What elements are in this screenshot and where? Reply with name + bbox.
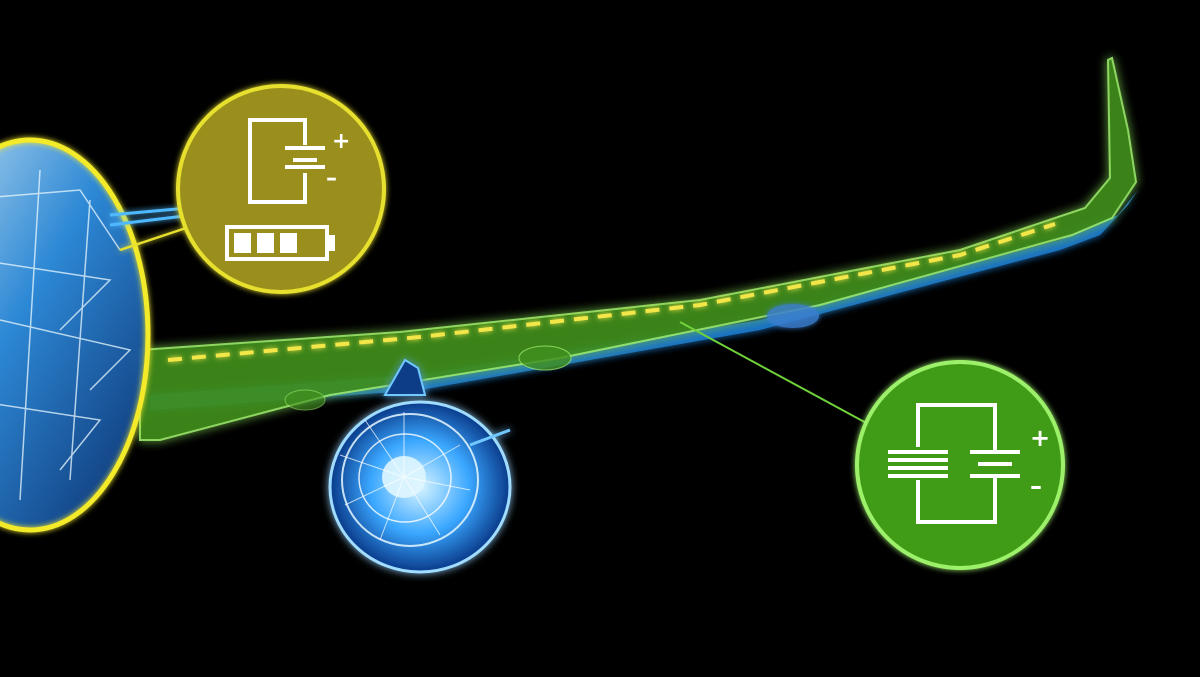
capacitor-callout: + – (855, 360, 1065, 570)
engine-pylon (383, 358, 427, 396)
fuselage (0, 137, 151, 533)
supercapacitor-battery-circuit-icon (888, 403, 1020, 524)
battery-cell (234, 233, 251, 253)
callout-connector-green (679, 321, 871, 426)
battery-cell (280, 233, 297, 253)
battery-callout: + – (176, 84, 386, 294)
fuselage-outline (0, 137, 151, 533)
flap-fairing (284, 389, 326, 411)
callout-connector-yellow (119, 223, 196, 252)
wing-wiring-dashed (167, 222, 1056, 362)
flap-fairing (518, 345, 572, 371)
battery-minus-label: – (326, 166, 337, 191)
battery-plus-label: + (332, 129, 350, 154)
engine (328, 400, 512, 574)
battery-cell (257, 233, 274, 253)
flap-fairing (767, 304, 819, 328)
battery-circuit-icon (248, 118, 325, 204)
battery-level-icon (225, 225, 335, 261)
capacitor-plus-label: + (1030, 424, 1050, 452)
capacitor-minus-label: – (1030, 472, 1042, 500)
